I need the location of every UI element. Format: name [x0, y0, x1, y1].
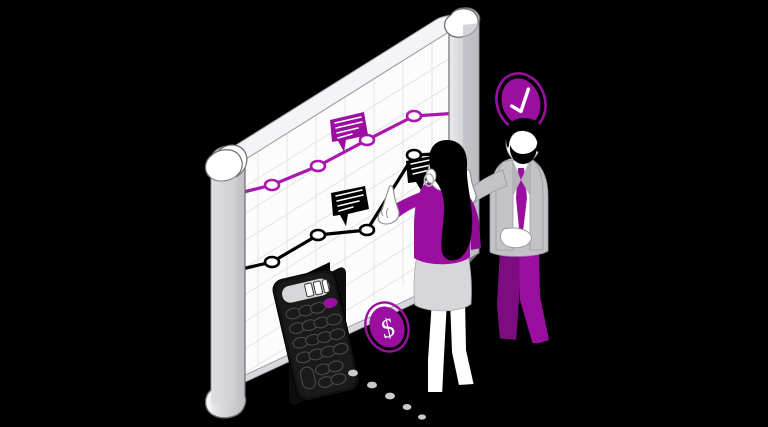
woman-presenter	[377, 140, 483, 424]
woman-earring	[423, 173, 435, 187]
man-shoe-left	[485, 338, 521, 361]
woman-leg-right	[450, 300, 474, 390]
woman-skirt	[413, 254, 472, 312]
woman-shoe-left	[419, 392, 450, 424]
dollar-coin-badge: $	[364, 301, 410, 353]
woman-ear	[425, 168, 437, 184]
woman-pointing-hand	[377, 185, 400, 225]
man-hair	[505, 118, 544, 148]
bubble-black-lower	[331, 186, 369, 226]
bubble-purple	[330, 112, 368, 152]
man-tie	[516, 168, 527, 248]
calculator-accent-key	[322, 297, 338, 309]
calculator-keys	[285, 301, 349, 390]
check-badge	[495, 72, 547, 132]
left-scroll-roll	[204, 144, 248, 419]
calculator	[272, 262, 360, 405]
check-icon	[510, 87, 531, 114]
man-shoe-right	[520, 343, 557, 368]
man-beard	[509, 145, 537, 164]
dot-trail	[348, 369, 426, 420]
calculator-display	[304, 278, 330, 298]
man-hands	[500, 227, 532, 249]
woman-leg-left	[428, 300, 447, 396]
woman-shoe-right	[451, 384, 483, 414]
